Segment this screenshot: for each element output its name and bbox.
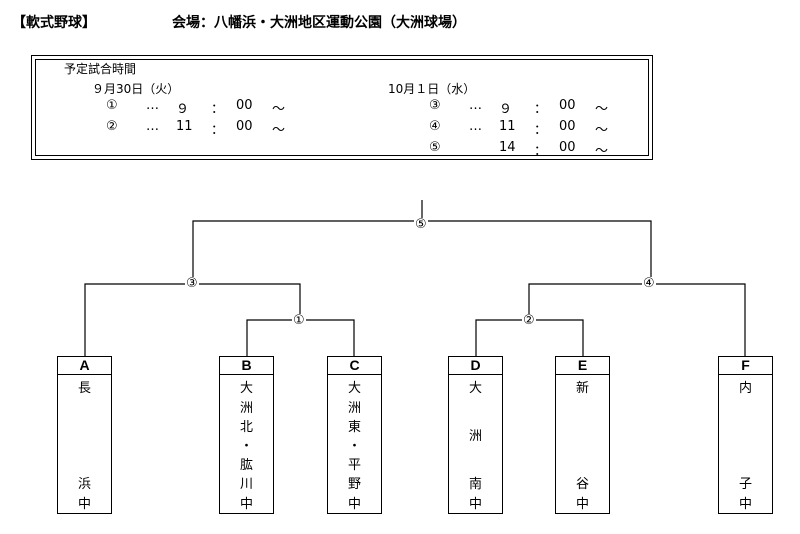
team-f-box: F 内 子 中 <box>718 356 773 514</box>
team-letter: A <box>58 357 111 375</box>
team-letter: B <box>220 357 273 375</box>
team-name-char: 中 <box>77 497 91 512</box>
team-name-char: 南 <box>468 477 482 492</box>
game1-label: ① <box>292 313 306 328</box>
game2-label: ② <box>522 313 536 328</box>
team-name-char: 子 <box>738 477 752 492</box>
team-name-char: 新 <box>575 381 589 396</box>
team-d-box: D 大 洲 南 中 <box>448 356 503 514</box>
team-name-char: 洲 <box>468 429 482 444</box>
game5-label: ⑤ <box>414 217 428 232</box>
schedule-box: 予定試合時間 ９月30日（火） 10月１日（水） ① … ９ ： 00 ～ ② … <box>31 55 653 160</box>
team-name-char: 中 <box>575 497 589 512</box>
team-c-box: C 大 洲 東 ・ 平 野 中 <box>327 356 382 514</box>
team-name-char: 肱 <box>239 458 253 473</box>
team-name-char: 中 <box>239 497 253 512</box>
game3-label: ③ <box>185 276 199 291</box>
team-name-char: ・ <box>239 439 253 454</box>
team-name-char: 大 <box>347 381 361 396</box>
team-name-char: 大 <box>468 381 482 396</box>
game4-bracket <box>528 283 746 356</box>
team-letter: E <box>556 357 609 375</box>
team-name-char: 中 <box>468 497 482 512</box>
team-letter: C <box>328 357 381 375</box>
team-a-box: A 長 浜 中 <box>57 356 112 514</box>
team-b-box: B 大 洲 北 ・ 肱 川 中 <box>219 356 274 514</box>
team-name-char: 内 <box>738 381 752 396</box>
tournament-category: 【軟式野球】 <box>12 15 96 31</box>
team-name-char: 大 <box>239 381 253 396</box>
team-letter: D <box>449 357 502 375</box>
venue-title: 会場：八幡浜・大洲地区運動公園（大洲球場） <box>172 15 466 31</box>
team-name-char: 洲 <box>347 401 361 416</box>
team-name-char: 中 <box>347 497 361 512</box>
team-name-char: 浜 <box>77 477 91 492</box>
team-e-box: E 新 谷 中 <box>555 356 610 514</box>
game4-label: ④ <box>642 276 656 291</box>
team-name-char: ・ <box>347 439 361 454</box>
team-name-char: 北 <box>239 420 253 435</box>
team-name-char: 長 <box>77 381 91 396</box>
team-name-char: 野 <box>347 477 361 492</box>
team-name-char: 平 <box>347 458 361 473</box>
team-name-char: 洲 <box>239 401 253 416</box>
team-name-char: 東 <box>347 420 361 435</box>
team-name-char: 谷 <box>575 477 589 492</box>
team-name-char: 川 <box>239 477 253 492</box>
team-letter: F <box>719 357 772 375</box>
team-name-char: 中 <box>738 497 752 512</box>
